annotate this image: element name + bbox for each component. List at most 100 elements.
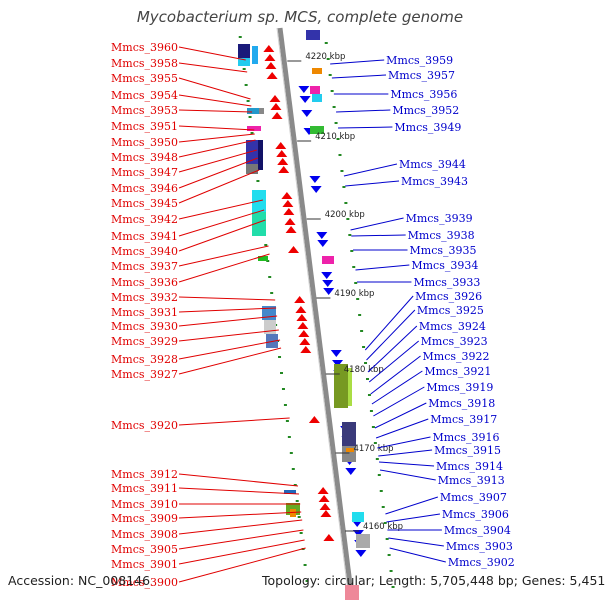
- gene-label-left: Mmcs_3946: [111, 182, 178, 195]
- label-leader-line: [364, 295, 414, 351]
- gene-label-left: Mmcs_3948: [111, 151, 178, 164]
- reverse-gene-arrow: [345, 468, 357, 475]
- gene-label-left: Mmcs_3927: [111, 368, 178, 381]
- label-leader-line: [178, 339, 281, 360]
- track-tick: [305, 580, 309, 582]
- label-leader-line: [388, 537, 444, 547]
- track-tick: [278, 356, 282, 358]
- gene-label-left: Mmcs_3947: [111, 166, 178, 179]
- gene-block: [238, 44, 250, 58]
- track-tick: [283, 404, 287, 406]
- gene-block: [246, 140, 258, 164]
- label-leader-line: [178, 547, 306, 583]
- forward-gene-arrow: [263, 45, 275, 52]
- track-tick: [362, 346, 366, 348]
- forward-gene-arrow: [284, 218, 296, 225]
- gene-block: [266, 334, 278, 348]
- reverse-gene-arrow: [310, 186, 322, 193]
- reverse-gene-arrow: [317, 240, 329, 247]
- gene-label-right: Mmcs_3921: [424, 365, 491, 378]
- kbp-scale-label: 4160 kbp: [363, 522, 403, 532]
- gene-label-left: Mmcs_3950: [111, 136, 178, 149]
- gene-block: [352, 512, 364, 522]
- kbp-scale-label: 4190 kbp: [334, 289, 374, 299]
- gene-label-right: Mmcs_3933: [413, 276, 480, 289]
- gene-block: [322, 256, 334, 264]
- gene-block: [312, 94, 322, 102]
- gene-label-left: Mmcs_3901: [111, 558, 178, 571]
- gene-block: [238, 58, 250, 66]
- gene-label-left: Mmcs_3928: [111, 353, 178, 366]
- forward-gene-arrow: [281, 192, 293, 199]
- gene-label-right: Mmcs_3916: [432, 431, 499, 444]
- label-leader-line: [355, 264, 410, 271]
- gene-block: [258, 256, 268, 261]
- label-leader-line: [336, 109, 391, 113]
- gene-label-left: Mmcs_3910: [111, 498, 178, 511]
- gene-label-left: Mmcs_3941: [111, 230, 178, 243]
- reverse-gene-arrow: [352, 530, 364, 537]
- gene-label-right: Mmcs_3939: [406, 212, 473, 225]
- track-tick: [375, 458, 379, 460]
- label-leader-line: [178, 133, 255, 143]
- reverse-gene-arrow: [299, 96, 311, 103]
- track-tick: [391, 586, 395, 588]
- forward-gene-arrow: [275, 142, 287, 149]
- label-leader-line: [178, 149, 257, 173]
- gene-label-right: Mmcs_3915: [434, 444, 501, 457]
- gene-block: [252, 212, 266, 236]
- gene-label-right: Mmcs_3917: [430, 413, 497, 426]
- reverse-gene-arrow: [321, 272, 333, 279]
- forward-gene-arrow: [282, 200, 294, 207]
- label-leader-line: [178, 329, 279, 342]
- track-tick: [338, 154, 342, 156]
- gene-label-left: Mmcs_3905: [111, 543, 178, 556]
- label-leader-line: [178, 199, 263, 220]
- forward-gene-arrow: [317, 487, 329, 494]
- track-tick: [348, 234, 352, 236]
- gene-label-right: Mmcs_3934: [411, 259, 478, 272]
- gene-label-right: Mmcs_3906: [442, 508, 509, 521]
- gene-label-right: Mmcs_3918: [428, 397, 495, 410]
- track-tick: [332, 106, 336, 108]
- gene-label-left: Mmcs_3940: [111, 245, 178, 258]
- label-leader-line: [178, 487, 300, 495]
- gene-label-left: Mmcs_3920: [111, 419, 178, 432]
- gene-label-right: Mmcs_3944: [399, 158, 466, 171]
- forward-gene-arrow: [270, 103, 282, 110]
- label-leader-line: [178, 417, 290, 426]
- track-tick: [303, 564, 307, 566]
- label-leader-line: [350, 217, 404, 231]
- track-tick: [366, 378, 369, 380]
- forward-gene-arrow: [277, 158, 289, 165]
- forward-gene-arrow: [299, 338, 311, 345]
- label-leader-line: [373, 386, 425, 417]
- forward-gene-arrow: [320, 510, 332, 517]
- label-leader-line: [379, 469, 436, 481]
- label-leader-line: [367, 325, 418, 373]
- gene-label-right: Mmcs_3925: [417, 304, 484, 317]
- topology-summary: Topology: circular; Length: 5,705,448 bp…: [262, 573, 605, 588]
- track-tick: [244, 84, 248, 86]
- gene-label-left: Mmcs_3929: [111, 335, 178, 348]
- gene-block: [246, 164, 258, 174]
- label-leader-line: [178, 473, 299, 487]
- gene-label-left: Mmcs_3960: [111, 41, 178, 54]
- label-leader-line: [178, 62, 248, 73]
- gene-label-right: Mmcs_3904: [444, 524, 511, 537]
- track-tick: [360, 330, 364, 332]
- label-leader-line: [178, 169, 260, 204]
- forward-gene-arrow: [271, 112, 283, 119]
- track-tick: [250, 132, 254, 134]
- label-leader-line: [178, 539, 305, 565]
- gene-label-left: Mmcs_3909: [111, 512, 178, 525]
- label-leader-line: [178, 315, 278, 327]
- gene-label-right: Mmcs_3949: [394, 121, 461, 134]
- reverse-gene-arrow: [309, 176, 321, 183]
- track-tick: [295, 500, 299, 502]
- gene-label-left: Mmcs_3954: [111, 89, 178, 102]
- label-leader-line: [379, 461, 435, 467]
- forward-gene-arrow: [294, 296, 306, 303]
- label-leader-line: [370, 355, 421, 395]
